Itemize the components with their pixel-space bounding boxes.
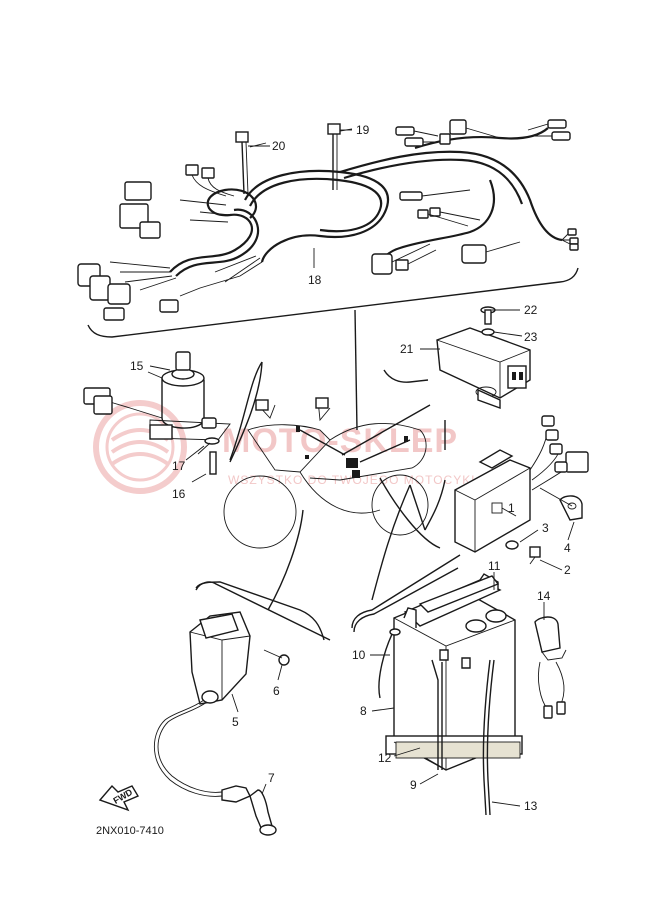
cdi-unit-1 <box>454 415 589 553</box>
bracket-coil <box>195 581 325 641</box>
callout-6: 6 <box>273 684 280 698</box>
bracket-rectifier <box>341 369 431 456</box>
clamp-4 <box>539 487 583 521</box>
spark-plug-cap-7 <box>221 785 277 836</box>
callout-16: 16 <box>172 487 186 501</box>
watermark-tagline: WSZYSTKO DO TWOJEGO MOTOCYKLA <box>228 473 488 487</box>
callout-7: 7 <box>268 771 275 785</box>
washer-23 <box>481 328 495 336</box>
callout-3: 3 <box>542 521 549 535</box>
callout-13: 13 <box>524 799 538 813</box>
callout-8: 8 <box>360 704 367 718</box>
motorcycle-outline <box>223 397 429 549</box>
battery-assembly <box>351 554 523 816</box>
ignition-coil-5 <box>154 581 331 797</box>
cable-tie-20 <box>235 131 267 195</box>
callout-1: 1 <box>508 501 515 515</box>
ignition-switch <box>83 351 263 483</box>
callout-23: 23 <box>524 330 538 344</box>
screw-6 <box>263 649 290 666</box>
callout-22: 22 <box>524 303 538 317</box>
tension-strap-11 <box>418 575 500 613</box>
callout-21: 21 <box>400 342 414 356</box>
callout-9: 9 <box>410 778 417 792</box>
front-arrow: FWD <box>98 784 140 812</box>
bolt-2 <box>529 546 541 565</box>
callout-4: 4 <box>564 541 571 555</box>
callout-5: 5 <box>232 715 239 729</box>
callouts: 20 19 18 22 23 21 15 17 16 3 2 4 11 14 1… <box>130 123 575 813</box>
connector-14 <box>534 616 567 719</box>
callout-15: 15 <box>130 359 144 373</box>
cable-tie-19 <box>327 123 353 190</box>
callout-10: 10 <box>352 648 366 662</box>
callout-2: 2 <box>564 563 571 577</box>
bracket-cdi <box>409 479 446 531</box>
callout-19: 19 <box>356 123 370 137</box>
callout-18: 18 <box>308 273 322 287</box>
callout-20: 20 <box>272 139 286 153</box>
diagram-code: 2NX010-7410 <box>96 825 164 837</box>
callout-17: 17 <box>172 459 186 473</box>
callout-12: 12 <box>378 751 392 765</box>
callout-14: 14 <box>537 589 551 603</box>
watermark: MOTO-SKLEP WSZYSTKO DO TWOJEGO MOTOCYKLA <box>93 400 488 494</box>
rectifier-21 <box>436 327 531 409</box>
nut-3 <box>505 540 519 550</box>
callout-11: 11 <box>488 559 501 573</box>
watermark-brand: MOTO-SKLEP <box>222 422 458 460</box>
